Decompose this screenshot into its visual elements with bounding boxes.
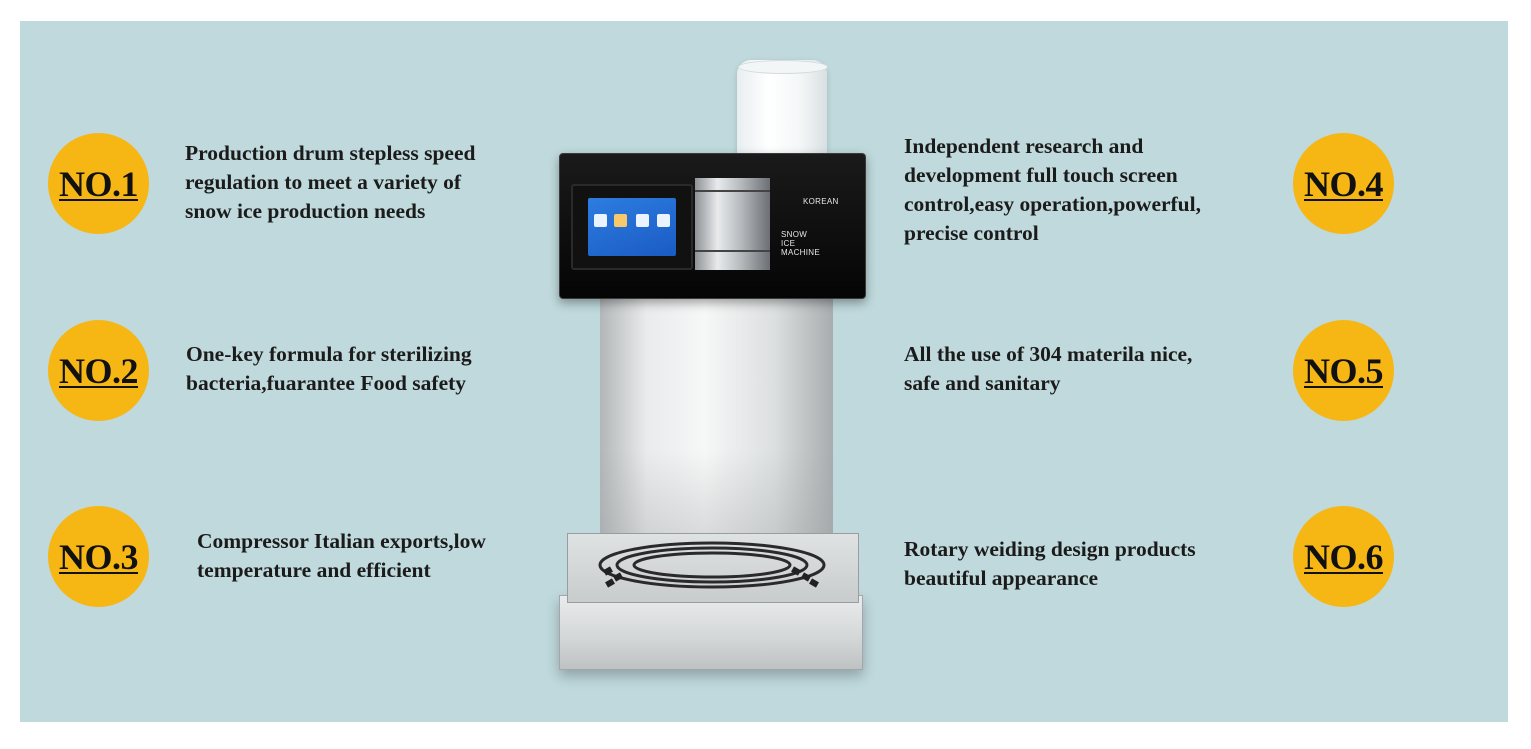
touch-screen <box>588 198 676 256</box>
feature-5-text: All the use of 304 materila nice, safe a… <box>904 342 1193 395</box>
feature-6-text: Rotary weiding design products beautiful… <box>904 537 1196 590</box>
machine-column <box>600 297 833 537</box>
badge-no4-label: NO.4 <box>1304 163 1384 204</box>
feature-1-text: Production drum stepless speed regulatio… <box>185 141 476 223</box>
drum-assembly <box>695 178 770 270</box>
badge-no6: NO.6 <box>1293 506 1394 607</box>
feature-3-text: Compressor Italian exports,low temperatu… <box>197 529 486 582</box>
badge-no2: NO.2 <box>48 320 149 421</box>
screen-button-icon <box>657 214 670 227</box>
drip-tray-grate-icon <box>598 541 826 589</box>
badge-no2-label: NO.2 <box>59 350 139 391</box>
ice-cylinder <box>737 60 827 156</box>
badge-no6-label: NO.6 <box>1304 536 1384 577</box>
badge-no3: NO.3 <box>48 506 149 607</box>
badge-no5: NO.5 <box>1293 320 1394 421</box>
drum-line <box>695 190 770 192</box>
screen-button-icon <box>594 214 607 227</box>
feature-4-text: Independent research and development ful… <box>904 134 1201 245</box>
machine-base <box>559 595 863 670</box>
drip-tray <box>567 533 859 603</box>
drum-line <box>695 250 770 252</box>
badge-no5-label: NO.5 <box>1304 350 1384 391</box>
machine-column-shade <box>600 450 833 537</box>
badge-no3-label: NO.3 <box>59 536 139 577</box>
screen-button-icon <box>614 214 627 227</box>
brand-label-korean: KOREAN <box>803 197 839 206</box>
feature-2-text: One-key formula for sterilizing bacteria… <box>186 342 472 395</box>
badge-no4: NO.4 <box>1293 133 1394 234</box>
badge-no1-label: NO.1 <box>59 163 139 204</box>
ice-cylinder-rim <box>738 60 828 74</box>
screen-button-icon <box>636 214 649 227</box>
brand-label-snow-ice-machine: SNOW ICE MACHINE <box>781 230 820 257</box>
badge-no1: NO.1 <box>48 133 149 234</box>
